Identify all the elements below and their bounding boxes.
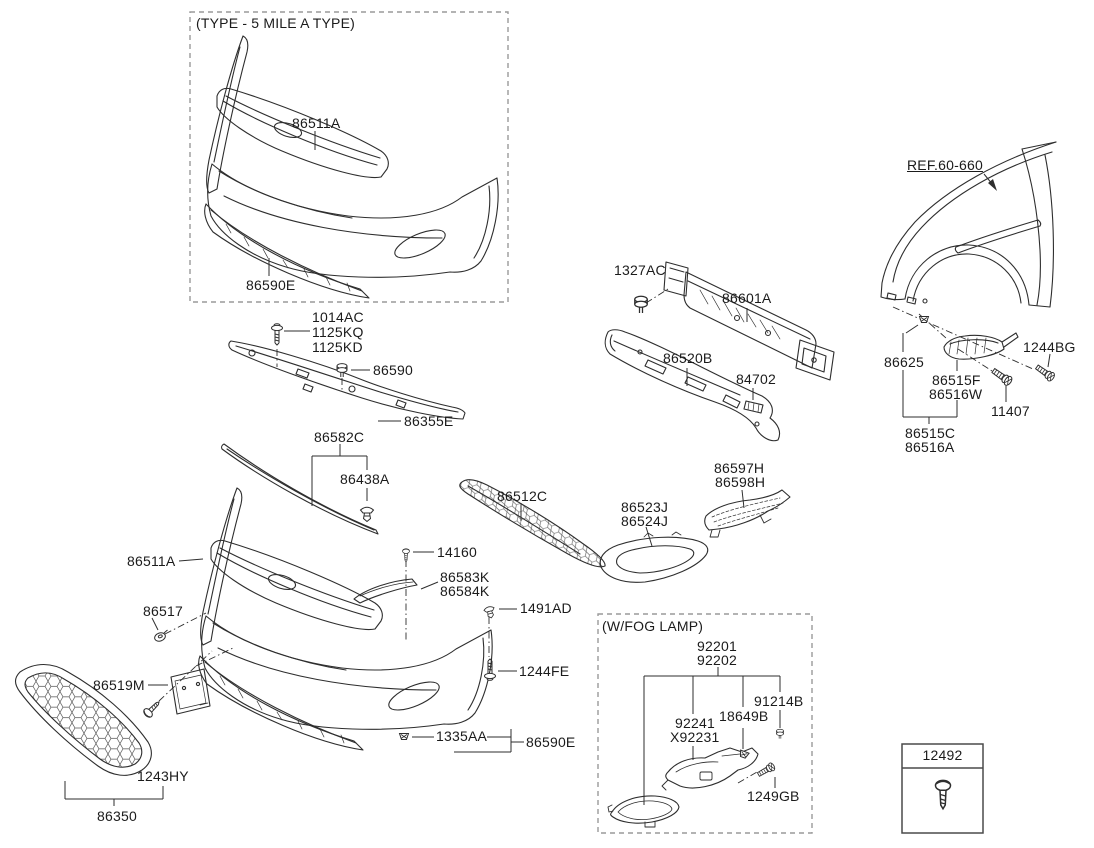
part-label-84702: 84702	[736, 371, 776, 387]
part-label-86523j: 86523J	[621, 499, 669, 515]
bumper-front-view-main	[198, 487, 493, 751]
fog-cover-86523j	[599, 531, 709, 583]
front-fender-ref	[880, 141, 1057, 308]
lower-grille-86350	[14, 663, 152, 776]
part-label-14160: 14160	[437, 544, 477, 560]
side-moulding-86583k	[353, 578, 418, 604]
part-label-86511a-typea: 86511A	[292, 115, 341, 131]
part-label-86511a-main: 86511A	[127, 553, 176, 569]
hardware-box-outline	[901, 743, 984, 834]
part-label-92201: 92201	[697, 638, 737, 654]
fog-lamp-unit	[607, 795, 680, 828]
part-label-1249gb: 1249GB	[747, 788, 800, 804]
part-label-1244fe: 1244FE	[519, 663, 570, 679]
leader-lines	[64, 131, 1051, 806]
part-label-86584k: 86584K	[440, 583, 490, 599]
part-label-86520b: 86520B	[663, 350, 713, 366]
grille-mesh-86512c	[459, 479, 606, 568]
part-label-12492: 12492	[922, 747, 963, 763]
part-label-1014ac: 1014AC	[312, 309, 364, 325]
part-label-1125kd: 1125KD	[312, 339, 363, 355]
side-marker-86515f	[943, 332, 1019, 360]
part-label-1125kq: 1125KQ	[312, 324, 364, 340]
part-label-86582c: 86582C	[314, 429, 365, 445]
part-label-86524j: 86524J	[621, 513, 669, 529]
pad-84702	[743, 400, 764, 414]
part-label-92202: 92202	[697, 652, 737, 668]
part-label-86515f: 86515F	[932, 372, 981, 388]
energy-absorber-86520b	[604, 329, 781, 442]
part-label-86516a: 86516A	[905, 439, 955, 455]
license-bracket-86519m	[170, 668, 211, 715]
part-label-86516w: 86516W	[929, 386, 983, 402]
part-label-91214b: 91214B	[754, 693, 804, 709]
fog-box-title: (W/FOG LAMP)	[602, 618, 704, 634]
part-label-92241: 92241	[675, 715, 715, 731]
moulding-strip-86582c	[221, 443, 379, 535]
fog-bracket-92241	[661, 747, 759, 791]
bracket-86597h	[704, 489, 791, 538]
part-label-86355e: 86355E	[404, 413, 454, 429]
type-box-title: (TYPE - 5 MILE A TYPE)	[196, 15, 355, 31]
part-label-1327ac: 1327AC	[614, 262, 666, 278]
part-label-86598h: 86598H	[715, 474, 766, 490]
bumper-front-view-type-a	[204, 35, 499, 299]
part-label-11407: 11407	[991, 403, 1030, 419]
part-label-86597h: 86597H	[714, 460, 765, 476]
part-label-1335aa: 1335AA	[436, 728, 488, 744]
part-label-86625: 86625	[884, 354, 924, 370]
part-label-1243hy: 1243HY	[137, 768, 189, 784]
header-bracket-86355e	[228, 340, 466, 420]
part-label-x92231: X92231	[670, 729, 720, 745]
part-label-86601a: 86601A	[722, 290, 772, 306]
part-label-86438a: 86438A	[340, 471, 390, 487]
part-label-86515c: 86515C	[905, 425, 956, 441]
part-label-86517: 86517	[143, 603, 183, 619]
part-label-86519m: 86519M	[93, 677, 145, 693]
type-box-outline	[189, 11, 509, 303]
fog-lamp-box-outline	[597, 613, 813, 834]
part-label-86590e-main: 86590E	[526, 734, 576, 750]
part-label-1491ad: 1491AD	[520, 600, 572, 616]
part-label-86590: 86590	[373, 362, 413, 378]
part-label-18649b: 18649B	[719, 708, 769, 724]
part-label-86350: 86350	[97, 808, 137, 824]
part-label-86590e-typea: 86590E	[246, 277, 296, 293]
part-label-86512c: 86512C	[497, 488, 548, 504]
bumper-beam-86601a	[663, 261, 835, 381]
arrow-icon	[988, 179, 997, 191]
fender-ref-label: REF.60-660	[907, 157, 983, 173]
part-label-86583k: 86583K	[440, 569, 490, 585]
part-label-1244bg: 1244BG	[1023, 339, 1076, 355]
